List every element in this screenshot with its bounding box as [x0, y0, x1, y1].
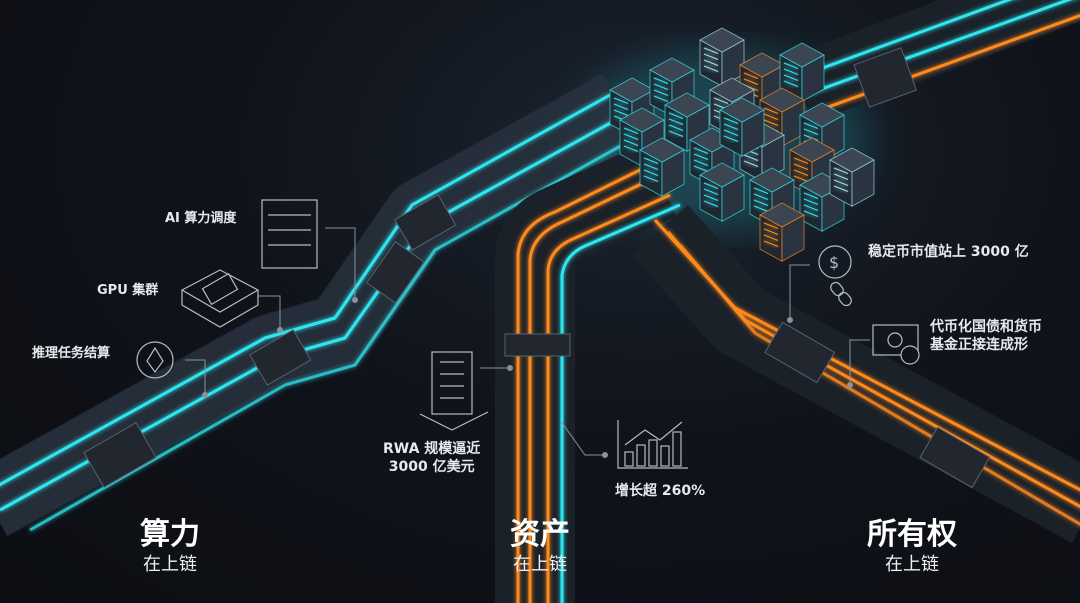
- callout-inference-settlement: 推理任务结算: [32, 346, 111, 361]
- section-title: 资产: [510, 517, 570, 552]
- callout-ai-compute: AI 算力调度: [165, 211, 237, 226]
- section-subtitle: 在上链: [143, 554, 197, 575]
- server-cube: [759, 202, 805, 262]
- callout-rwa: RWA 规模逼近 3000 亿美元: [383, 440, 480, 476]
- tokenized-line-1: 代币化国债和货币: [930, 319, 1042, 335]
- callout-gpu-cluster: GPU 集群: [97, 283, 159, 298]
- server-cube: [829, 147, 875, 207]
- asset-pipeline: [495, 143, 681, 603]
- server-cube: [699, 27, 745, 87]
- section-title: 所有权: [867, 517, 957, 552]
- callout-lines: [185, 227, 870, 458]
- settlement-coin-icon: [136, 341, 174, 379]
- server-cluster: [609, 27, 875, 262]
- callout-stablecoin: 稳定币市值站上 3000 亿: [868, 244, 1029, 260]
- section-assets: 资产 在上链: [460, 517, 620, 577]
- building-icon: [419, 351, 489, 431]
- section-ownership: 所有权 在上链: [832, 517, 992, 577]
- tokenized-line-2: 基金正接连成形: [930, 337, 1028, 353]
- server-cube: [699, 162, 745, 222]
- section-subtitle: 在上链: [513, 554, 567, 575]
- server-rack-icon: [261, 199, 318, 269]
- compute-pipeline: [0, 73, 641, 537]
- section-subtitle: 在上链: [885, 554, 939, 575]
- growth-chart-icon: [617, 420, 688, 469]
- section-title: 算力: [140, 517, 200, 552]
- callout-tokenized: 代币化国债和货币 基金正接连成形: [930, 318, 1042, 354]
- gpu-chip-icon: [180, 269, 260, 328]
- section-compute: 算力 在上链: [90, 517, 250, 577]
- callout-growth: 增长超 260%: [615, 483, 706, 499]
- rwa-line-2: 3000 亿美元: [388, 459, 475, 475]
- server-cube: [639, 137, 685, 197]
- dollar-coin-chain-icon: $: [818, 245, 852, 307]
- rwa-line-1: RWA 规模逼近: [383, 441, 481, 457]
- svg-text:$: $: [829, 253, 839, 272]
- upper-pipeline: [787, 0, 1080, 123]
- server-cube: [719, 97, 765, 157]
- server-cube: [779, 42, 825, 102]
- ownership-pipeline: [631, 205, 1080, 543]
- banknote-icon: [872, 324, 920, 365]
